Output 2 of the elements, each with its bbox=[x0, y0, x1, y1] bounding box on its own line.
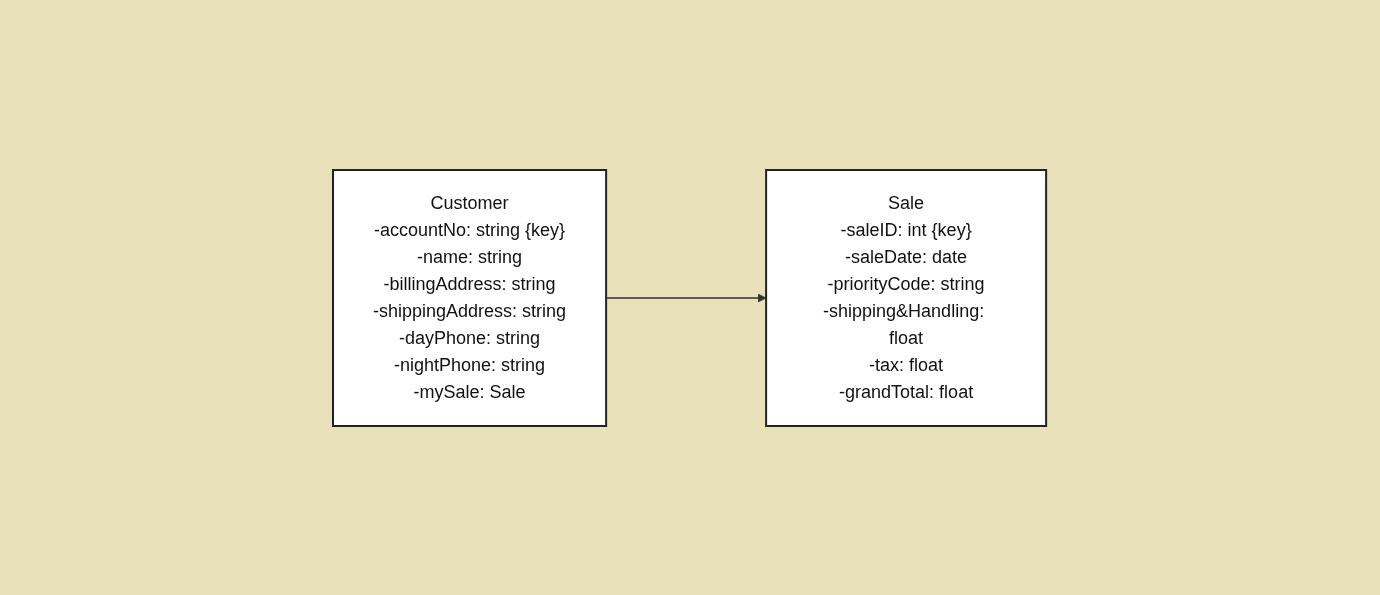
node-box: Customer -accountNo: string {key} -name: string -billingAddress: string -shippingAddress: string -dayPhone: string -nightPhone: string -mySale: Sale bbox=[332, 168, 608, 427]
node-box: Sale -saleID: int {key} -saleDate: date -priorityCode: string -shipping&Handling: float -tax: float -grandTotal: float bbox=[765, 168, 1048, 427]
